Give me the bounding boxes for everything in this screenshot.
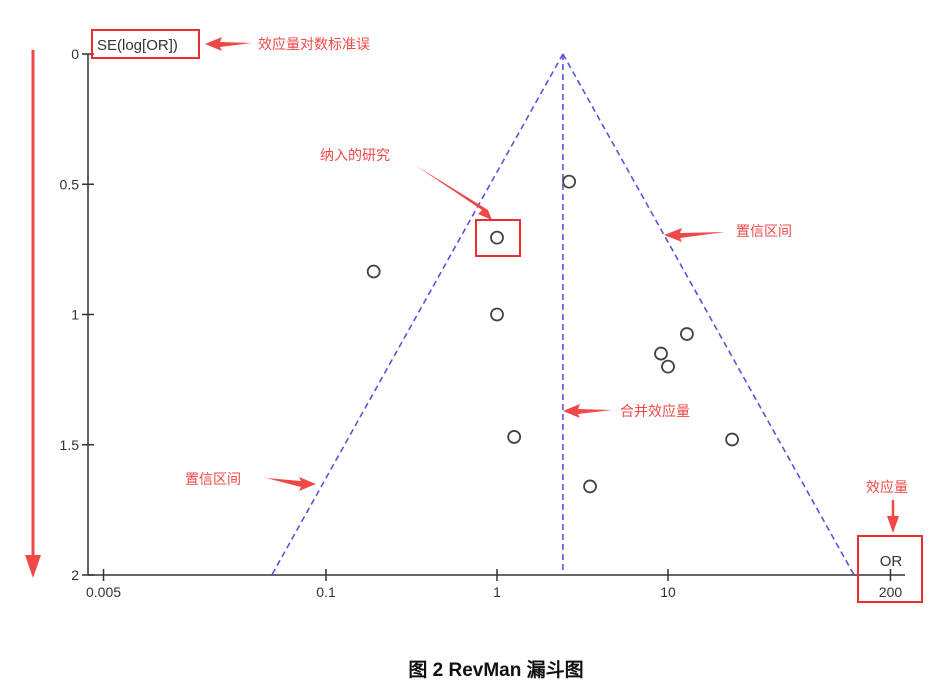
xlabel-box	[857, 535, 923, 603]
study-point	[654, 346, 668, 361]
figure-caption: 图 2 RevMan 漏斗图	[408, 659, 583, 681]
annotations: SE(log[OR]) 效应量对数标准误 纳入的研究 置信区间 置信区间 合并效…	[25, 29, 923, 603]
study-point	[490, 307, 504, 322]
x-tick-label: 0.1	[316, 584, 336, 600]
arrow	[563, 404, 612, 418]
x-tick-label: 1	[493, 584, 501, 600]
arrow	[205, 37, 252, 51]
y-tick-label: 2	[71, 567, 79, 583]
x-axis-label: OR	[880, 553, 903, 570]
study-point	[562, 174, 576, 189]
study-points	[366, 174, 739, 494]
ci-right-line	[562, 53, 855, 576]
study-point	[507, 430, 522, 444]
x-tick-label: 0.005	[86, 584, 121, 600]
annotation-effect-size: 效应量	[866, 479, 908, 495]
study-point	[490, 230, 504, 245]
study-point	[680, 327, 694, 341]
ylabel-box	[91, 29, 200, 59]
arrow	[664, 228, 725, 242]
study-point	[366, 264, 381, 279]
annotation-se-label: 效应量对数标准误	[258, 36, 370, 52]
annotation-pooled: 合并效应量	[620, 403, 690, 419]
x-tick-label: 200	[879, 584, 903, 600]
y-tick-label: 1.5	[60, 437, 80, 453]
study-point	[725, 432, 739, 447]
study-point	[661, 359, 675, 374]
x-tick-label: 10	[660, 584, 676, 600]
arrow	[887, 516, 899, 533]
axes: 0 0.5 1 1.5 2 0.005 0.1 1 10 200	[60, 46, 905, 600]
ci-left-line	[271, 53, 564, 576]
annotation-included-studies: 纳入的研究	[320, 147, 390, 163]
y-axis-label: SE(log[OR])	[97, 37, 178, 54]
study-highlight-box	[475, 219, 521, 257]
annotation-ci-right: 置信区间	[736, 223, 792, 239]
study-point	[583, 479, 597, 494]
arrow	[266, 477, 316, 491]
annotation-ci-left: 置信区间	[185, 471, 241, 487]
funnel-lines	[271, 53, 855, 576]
se-direction-arrow-head	[25, 555, 41, 578]
y-tick-label: 1	[71, 307, 79, 323]
y-tick-label: 0.5	[60, 176, 80, 192]
y-tick-label: 0	[71, 46, 79, 62]
arrow	[415, 165, 492, 220]
